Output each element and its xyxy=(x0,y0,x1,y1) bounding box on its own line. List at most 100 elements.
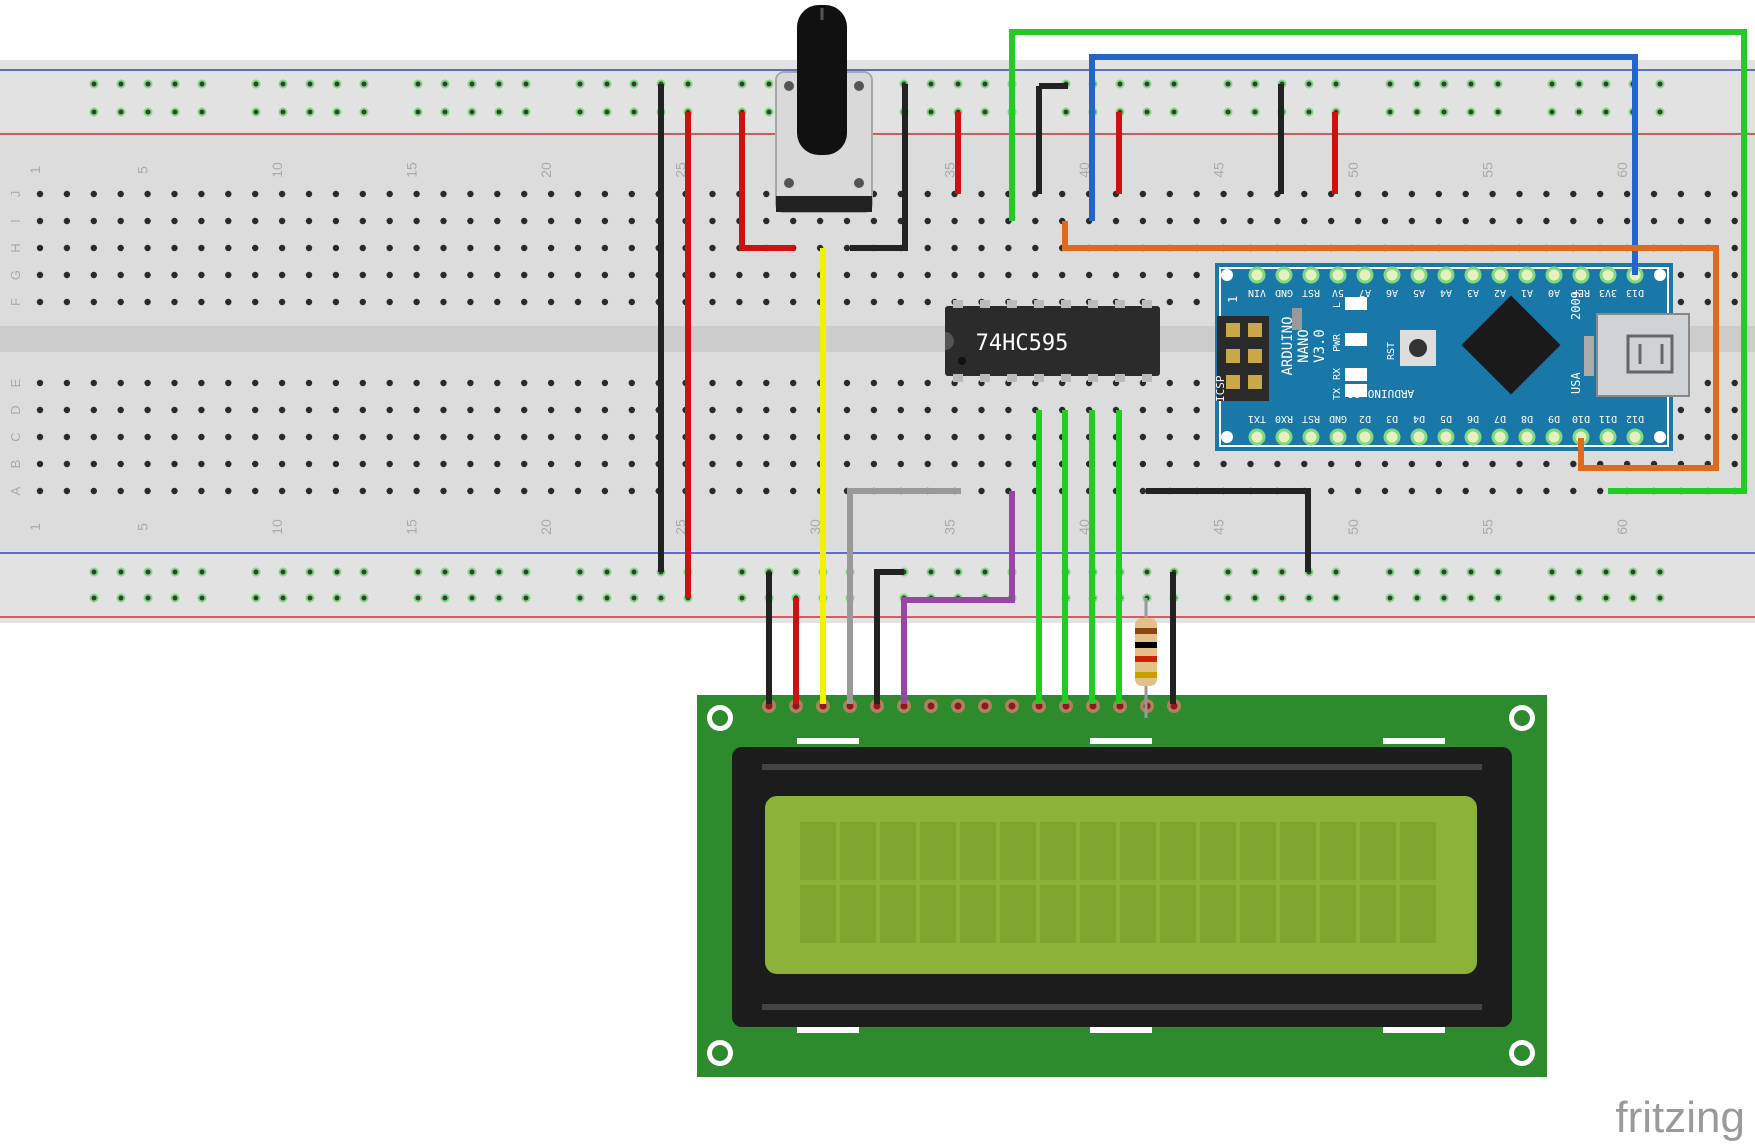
nano-brand: ARDUINO xyxy=(1280,316,1296,375)
breadboard-hole xyxy=(1328,460,1335,468)
nano-site: ARDUINO.CC xyxy=(1348,387,1414,400)
rail-hole xyxy=(1547,79,1557,89)
nano-pin-label: A7 xyxy=(1359,287,1371,298)
column-number: 15 xyxy=(404,162,420,178)
breadboard-hole xyxy=(1005,406,1012,414)
rail-hole xyxy=(1223,593,1233,603)
breadboard-hole xyxy=(1005,460,1012,468)
rail-hole xyxy=(926,107,936,117)
breadboard-hole xyxy=(1435,190,1443,198)
breadboard-hole xyxy=(521,379,528,387)
breadboard-hole xyxy=(1059,271,1066,279)
breadboard-hole xyxy=(1005,271,1012,279)
reset-button-cap xyxy=(1409,339,1427,357)
column-number: 5 xyxy=(135,523,151,531)
breadboard-hole xyxy=(278,433,286,441)
lcd-pin-center xyxy=(765,702,773,710)
breadboard-hole xyxy=(413,298,420,306)
breadboard-hole xyxy=(1381,487,1389,495)
breadboard-hole xyxy=(117,271,124,279)
lcd-cell xyxy=(1080,885,1116,943)
breadboard-hole xyxy=(924,433,931,441)
breadboard-hole xyxy=(359,217,366,225)
breadboard-hole xyxy=(386,217,393,225)
lcd-pin-center xyxy=(927,702,935,710)
breadboard-hole xyxy=(1731,379,1738,387)
breadboard-hole xyxy=(359,406,366,414)
breadboard-hole xyxy=(171,460,178,468)
breadboard-hole xyxy=(63,379,71,387)
breadboard-hole xyxy=(171,190,178,198)
wire-green xyxy=(1009,29,1747,494)
chip-pin xyxy=(1142,374,1152,382)
breadboard-hole xyxy=(198,298,205,306)
rail-hole xyxy=(1331,593,1341,603)
rail-hole xyxy=(980,79,990,89)
breadboard-hole xyxy=(144,406,151,414)
rail-hole xyxy=(359,567,369,577)
breadboard-hole xyxy=(359,244,366,252)
breadboard-hole xyxy=(1166,460,1174,468)
nano-pin xyxy=(1437,428,1455,446)
row-letter: G xyxy=(8,270,23,280)
column-number: 55 xyxy=(1480,519,1496,535)
breadboard-hole xyxy=(1193,406,1200,414)
breadboard-hole xyxy=(117,379,124,387)
nano-pin xyxy=(1410,266,1428,284)
nano-mount-hole xyxy=(1221,269,1233,281)
breadboard-hole xyxy=(305,406,313,414)
breadboard-hole xyxy=(521,487,528,495)
breadboard-hole xyxy=(1408,487,1416,495)
lcd-tab xyxy=(1090,738,1152,744)
breadboard-hole xyxy=(359,433,366,441)
breadboard-hole xyxy=(1731,190,1738,198)
lcd-pin-center xyxy=(954,702,962,710)
chip-pin xyxy=(1061,300,1071,308)
icsp-pins xyxy=(1226,323,1262,389)
column-number: 55 xyxy=(1480,162,1496,178)
breadboard-hole xyxy=(1731,406,1738,414)
breadboard-hole xyxy=(1220,460,1227,468)
breadboard-hole xyxy=(36,190,44,198)
lcd-pin-center xyxy=(900,702,908,710)
potentiometer xyxy=(775,5,873,213)
breadboard-hole xyxy=(547,433,555,441)
breadboard-hole xyxy=(332,406,340,414)
rail-hole xyxy=(278,567,288,577)
nano-pin xyxy=(1545,266,1563,284)
breadboard-hole xyxy=(467,379,474,387)
lcd-cell xyxy=(960,885,996,943)
rail-hole xyxy=(1385,79,1395,89)
breadboard-hole xyxy=(843,244,851,252)
rail-hole xyxy=(467,79,477,89)
lcd-cell xyxy=(1360,885,1396,943)
breadboard-hole xyxy=(601,487,609,495)
breadboard-hole xyxy=(790,298,797,306)
breadboard-hole xyxy=(843,460,851,468)
nano-pin-label: D10 xyxy=(1572,413,1590,424)
pin1-label: 1 xyxy=(1226,296,1240,303)
lcd-cell xyxy=(1160,822,1196,880)
breadboard-hole xyxy=(1704,379,1712,387)
breadboard-hole xyxy=(1301,190,1308,198)
breadboard-hole xyxy=(521,298,528,306)
breadboard-hole xyxy=(924,298,931,306)
breadboard-hole xyxy=(843,217,851,225)
nano-pin xyxy=(1248,428,1266,446)
lcd-pin-center xyxy=(1062,702,1070,710)
breadboard-hole xyxy=(574,379,582,387)
breadboard-hole xyxy=(628,406,635,414)
breadboard-hole xyxy=(1032,217,1039,225)
breadboard-hole xyxy=(440,433,447,441)
rail-hole xyxy=(926,79,936,89)
rail-hole xyxy=(440,79,450,89)
breadboard-hole xyxy=(763,460,770,468)
rail-hole xyxy=(575,107,585,117)
breadboard-hole xyxy=(90,244,98,252)
row-letter: H xyxy=(8,243,23,252)
breadboard-hole xyxy=(574,190,582,198)
breadboard-hole xyxy=(628,190,635,198)
breadboard-hole xyxy=(1354,487,1362,495)
breadboard-hole xyxy=(601,217,609,225)
breadboard-hole xyxy=(897,460,904,468)
